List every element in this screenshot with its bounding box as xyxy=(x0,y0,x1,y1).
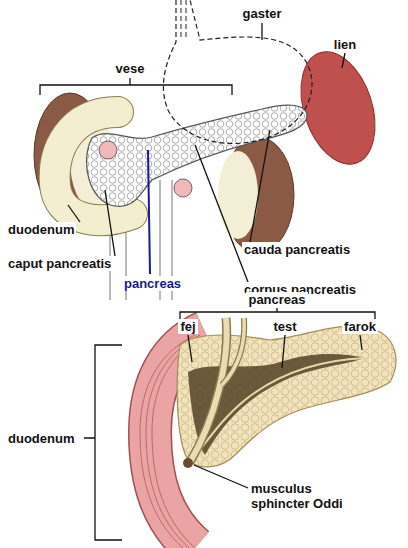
pancreas xyxy=(87,105,307,206)
vessel-cut xyxy=(99,141,117,159)
part-label: gaster xyxy=(240,6,283,21)
callout-label: musculus sphincter Oddi xyxy=(249,481,365,511)
part-label: cauda pancreatis xyxy=(242,242,352,257)
part-label: farok xyxy=(342,319,378,334)
kidney-hilum xyxy=(218,151,258,239)
leader-lines xyxy=(84,308,375,540)
part-label: lien xyxy=(332,37,358,52)
part-label: pancreas xyxy=(122,276,183,291)
part-label: caput pancreatis xyxy=(6,256,113,271)
part-label: test xyxy=(271,319,298,334)
bile-duct xyxy=(190,318,227,462)
part-label: vese xyxy=(114,61,147,76)
papilla xyxy=(183,458,193,468)
part-label: duodenum xyxy=(6,222,76,237)
part-label: fej xyxy=(178,319,197,334)
pancreas xyxy=(177,326,396,467)
vessel-cut xyxy=(174,179,192,197)
stomach-outline xyxy=(163,0,312,144)
part-label: duodenum xyxy=(6,431,76,446)
part-label: pancreas xyxy=(246,292,307,307)
leader-line xyxy=(148,150,150,274)
